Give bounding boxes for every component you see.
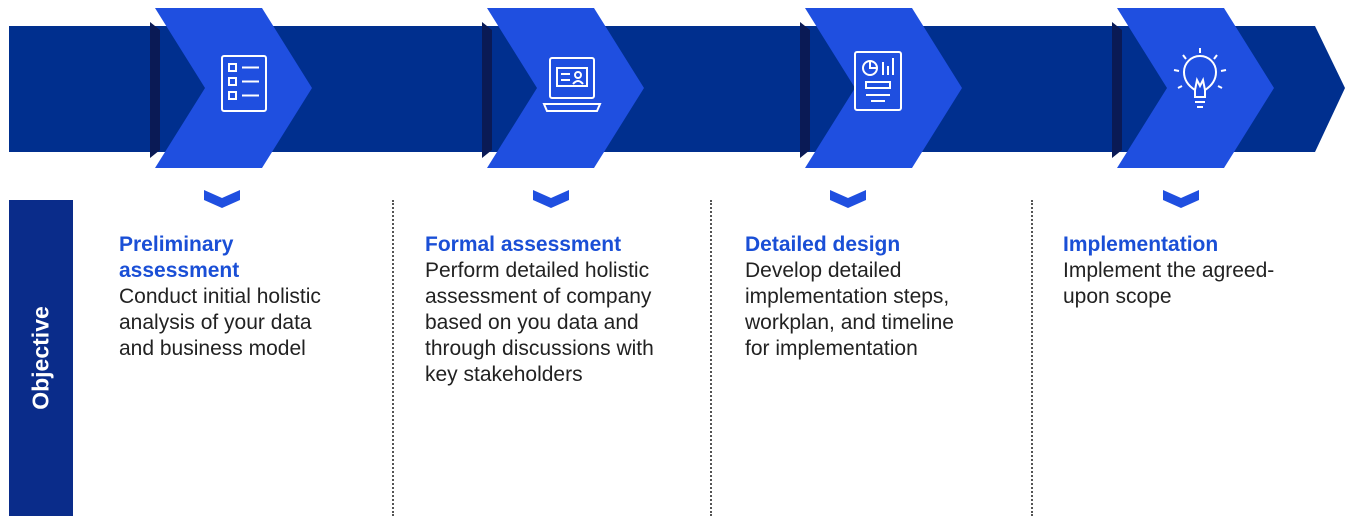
objective-bar: Objective [9, 200, 73, 516]
step-description: Perform detailed holistic assessment of … [425, 259, 654, 386]
chevron-down-icon [1163, 190, 1199, 208]
column-divider [1031, 200, 1033, 516]
laptop-icon [542, 57, 602, 112]
checklist-icon [221, 55, 267, 112]
column-divider [710, 200, 712, 516]
step-description: Develop detailed implementation steps, w… [745, 259, 954, 360]
step-title: Formal assessment [425, 233, 622, 256]
step-description: Conduct initial holistic analysis of you… [119, 285, 321, 360]
step-title: Preliminary assessment [119, 233, 240, 282]
column-divider [392, 200, 394, 516]
chevron-down-icon [204, 190, 240, 208]
step-title: Detailed design [745, 233, 901, 256]
objective-label: Objective [27, 306, 54, 410]
process-banner [9, 8, 1345, 168]
lightbulb-icon [1173, 48, 1227, 108]
chevron-step-1 [155, 8, 312, 168]
chevron-step-2 [487, 8, 644, 168]
report-chart-icon [854, 51, 902, 111]
step-title: Implementation [1063, 233, 1219, 256]
chevron-down-icon [830, 190, 866, 208]
step-description: Implement the agreed-upon scope [1063, 259, 1275, 308]
chevron-down-icon [533, 190, 569, 208]
arrow-band [9, 26, 1345, 152]
